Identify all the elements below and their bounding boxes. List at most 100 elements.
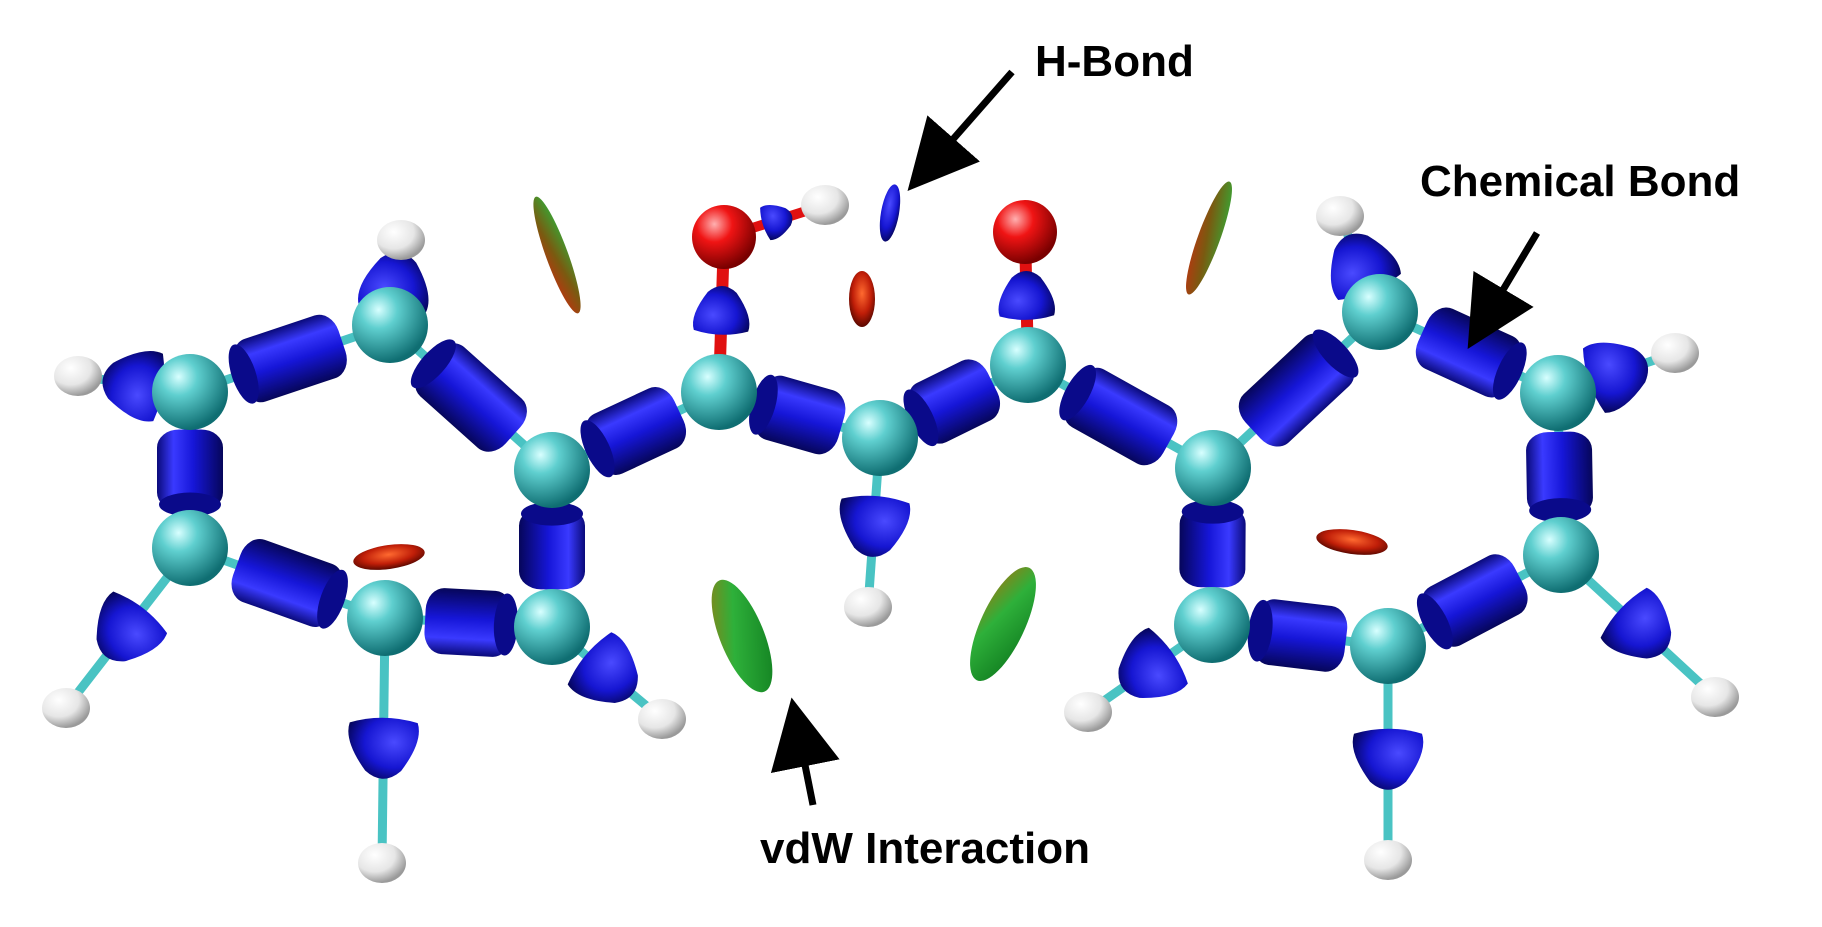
oxygen-atom — [692, 205, 756, 269]
hydrogen-atom — [54, 356, 102, 396]
ch-bond-basin — [1352, 728, 1424, 790]
cone-basin-body — [998, 271, 1055, 320]
vdw-surface-lower-left — [711, 579, 773, 693]
chemical-bond-label: Chemical Bond — [1420, 157, 1740, 206]
carbon-atom — [1175, 430, 1251, 506]
cone-basin-body — [567, 632, 638, 703]
cone-basin-body — [839, 495, 911, 557]
hydrogen-atom — [1064, 692, 1112, 732]
ch-bond-basin — [1600, 587, 1672, 659]
carbon-atom — [1350, 608, 1426, 684]
hydrogen-atom — [1316, 196, 1364, 236]
vdw-interaction-arrow — [770, 697, 840, 806]
ch-bond-basin — [102, 351, 165, 422]
cc-bond-basin — [1415, 307, 1527, 400]
carbon-atom — [152, 354, 228, 430]
bond-basin-cap — [903, 389, 939, 447]
carbon-atom — [681, 354, 757, 430]
cone-basin-body — [693, 285, 750, 335]
vdw-interaction-label: vdW Interaction — [760, 824, 1090, 873]
cc-bond-basin — [519, 501, 585, 590]
bond-basin-cap — [228, 344, 259, 404]
co-bond-basin — [693, 285, 750, 335]
cone-basin-body — [1118, 627, 1188, 698]
bond-basin-cap — [521, 501, 583, 526]
ch-bond-basin — [839, 495, 911, 557]
hydrogen-atom — [638, 699, 686, 739]
co-bond-basin — [998, 271, 1055, 320]
cc-bond-basin — [1179, 499, 1246, 588]
noncovalent-regions — [353, 181, 1388, 693]
cone-basin-body — [1600, 587, 1672, 659]
hydrogen-atom — [377, 220, 425, 260]
bond-basin-body — [233, 314, 347, 403]
ch-bond-basin — [1118, 627, 1188, 698]
cc-bond-basin — [157, 429, 223, 517]
bond-basin-cap — [1416, 593, 1453, 650]
cc-bond-basin — [1416, 554, 1528, 650]
bond-basin-cap — [410, 339, 456, 389]
bond-basin-cap — [1492, 342, 1527, 400]
carbon-atom — [352, 287, 428, 363]
atoms — [42, 185, 1739, 883]
hydrogen-atom — [1691, 677, 1739, 717]
vdw-surface-upper-right — [1186, 181, 1232, 295]
cone-basin-body — [96, 591, 168, 662]
carbon-atom — [152, 510, 228, 586]
hbond-basin — [879, 184, 901, 242]
carbon-atom — [1342, 274, 1418, 350]
ring-critical-right — [1316, 529, 1388, 555]
cc-bond-basin — [424, 588, 519, 657]
vdw-surface-upper-left — [533, 196, 581, 314]
carbon-atom — [1520, 355, 1596, 431]
bond-basin-cap — [493, 593, 519, 656]
ch-bond-basin — [348, 717, 419, 779]
carbon-atom — [514, 432, 590, 508]
carbon-atom — [347, 580, 423, 656]
bond-basin-cap — [1181, 499, 1244, 524]
bond-basin-body — [157, 429, 223, 511]
bond-basin-cap — [1312, 329, 1359, 378]
cone-basin-body — [1352, 728, 1424, 790]
cc-bond-basin — [410, 339, 527, 452]
bond-basin-cap — [1529, 498, 1592, 523]
carbon-atom — [1523, 517, 1599, 593]
cc-bond-basin — [1247, 599, 1348, 672]
bond-basin-body — [1252, 599, 1348, 672]
annotation-arrows — [770, 69, 1541, 806]
cc-bond-basin — [228, 314, 347, 404]
carbon-atom — [1174, 587, 1250, 663]
vdw-surface-lower-right — [970, 567, 1036, 681]
cc-bond-basin — [1059, 364, 1178, 466]
carbon-atom — [990, 327, 1066, 403]
ch-bond-basin — [567, 632, 638, 703]
cone-basin-body — [348, 717, 419, 779]
bond-basin-cap — [159, 492, 221, 517]
cc-bond-basin — [231, 538, 348, 629]
cc-bond-basin — [580, 387, 687, 478]
cc-bond-basin — [1526, 431, 1593, 523]
hydrogen-atom — [358, 843, 406, 883]
bond-basin-cap — [580, 420, 615, 478]
cc-bond-basin — [749, 374, 846, 455]
cone-basin-body — [760, 205, 793, 241]
h-bond-arrow — [907, 69, 1015, 192]
cone-basin-body — [102, 351, 165, 422]
bond-basin-body — [1063, 367, 1178, 466]
oxygen-atom — [993, 200, 1057, 264]
cc-bond-basin — [903, 359, 1001, 447]
carbon-atom — [842, 400, 918, 476]
hydrogen-atom — [801, 185, 849, 225]
ch-bond-basin — [1582, 342, 1648, 413]
bond-basin-body — [1179, 505, 1246, 588]
cc-bond-basin — [1238, 329, 1359, 447]
h-bond-label: H-Bond — [1035, 37, 1194, 86]
bond-basins — [96, 205, 1672, 790]
carbon-atom — [514, 589, 590, 665]
hydrogen-atom — [42, 688, 90, 728]
hydrogen-atom — [1651, 333, 1699, 373]
bond-basin-body — [1526, 431, 1593, 517]
bond-basin-cap — [317, 569, 348, 629]
bond-basin-body — [519, 507, 585, 590]
